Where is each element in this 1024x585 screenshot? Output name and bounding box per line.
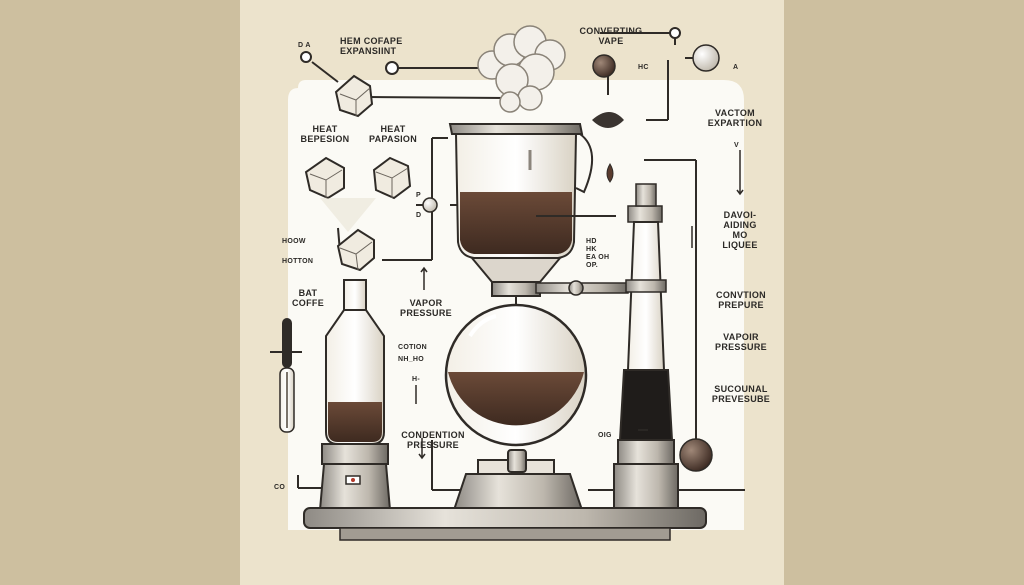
label-bat-coffe: BAT COFFE [292, 288, 324, 308]
label-condention-pressure: CONDENTION PRESSURE [401, 430, 465, 450]
label-cotion: COTION [398, 344, 428, 351]
label-d-mark: D [416, 212, 422, 219]
burner [452, 449, 584, 511]
label-a: A [733, 64, 739, 71]
label-vacuum-expansion: VACTOM EXPARTION [707, 108, 763, 128]
left-margin [0, 0, 240, 585]
label-nh-ho: NH_HO [398, 356, 425, 363]
label-convtion-prepure: CONVTION PREPURE [716, 290, 766, 310]
siphon-diagram-svg [270, 25, 745, 541]
label-hc: HC [638, 64, 649, 71]
label-hotton: HOTTON [282, 258, 314, 265]
label-heat-expansion: HEM COFAPE EXPANSIINT [340, 36, 403, 56]
valve-arm [535, 280, 629, 296]
siphon-diagram-panel: HEM COFAPE EXPANSIINT D A CONVERTING VAP… [240, 0, 784, 585]
steam-cloud [477, 25, 566, 113]
lower-globe [444, 303, 588, 447]
base-plate [303, 507, 707, 541]
label-oig: OIG [598, 432, 612, 439]
label-h-mark: H- [412, 376, 420, 383]
label-converting-vape: CONVERTING VAPE [579, 26, 643, 46]
label-p-mark: P [416, 192, 421, 199]
upper-vessel [448, 123, 616, 330]
thermometer [279, 318, 295, 433]
left-flask [318, 279, 392, 511]
label-davoid-adding: DAVOI- AIDING MO LIQUEE [722, 210, 758, 250]
label-how: HOOW [282, 238, 306, 245]
label-heat-bepesion: HEAT BEPESION [300, 124, 350, 144]
node-markers [300, 27, 720, 472]
label-vapoir-pressure: VAPOIR PRESSURE [715, 332, 767, 352]
label-heat-papasion: HEAT PAPASION [368, 124, 418, 144]
label-co: CO [274, 484, 286, 491]
label-small-marks: HD HK EA OH OP. [586, 238, 610, 269]
right-column [613, 183, 679, 511]
label-d-a: D A [298, 42, 311, 49]
right-margin [784, 0, 1024, 585]
heat-beam [320, 198, 376, 232]
label-sucounal-prevesube: SUCOUNAL PREVESUBE [711, 384, 771, 404]
label-vapor-pressure-mid: VAPOR PRESSURE [400, 298, 452, 318]
polyhedra-facets [309, 87, 409, 271]
label-v-mark: V [734, 142, 739, 149]
arrow-marks [415, 150, 744, 460]
